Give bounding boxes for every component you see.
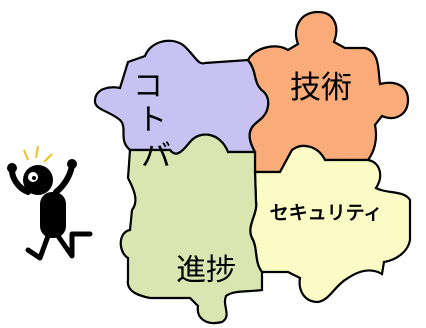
communication-label-char-2: ト [137, 103, 167, 138]
figure-pupil [32, 176, 36, 180]
figure-right-hand [67, 159, 77, 169]
figure-left-hand [7, 163, 17, 173]
figure-body [40, 192, 66, 238]
puzzle-piece-progress [119, 133, 264, 325]
figure-left-leg [25, 233, 51, 261]
spark-icon-1 [23, 149, 29, 161]
figure-head [23, 165, 53, 195]
figure-right-leg [55, 231, 93, 259]
communication-label-char-1: コ [133, 69, 163, 104]
technology-label: 技術 [290, 70, 352, 106]
progress-label: 進捗 [176, 253, 236, 288]
figure-right-arm [53, 163, 75, 195]
puzzle-piece-communication [93, 39, 270, 155]
spark-icon-2 [35, 145, 39, 159]
spark-icon-3 [43, 153, 53, 163]
stick-figure-excited-icon [7, 145, 93, 261]
communication-label-char-3: バ [141, 139, 171, 174]
puzzle-piece-technology [246, 10, 410, 174]
security-label: セキュリティ [270, 202, 383, 224]
